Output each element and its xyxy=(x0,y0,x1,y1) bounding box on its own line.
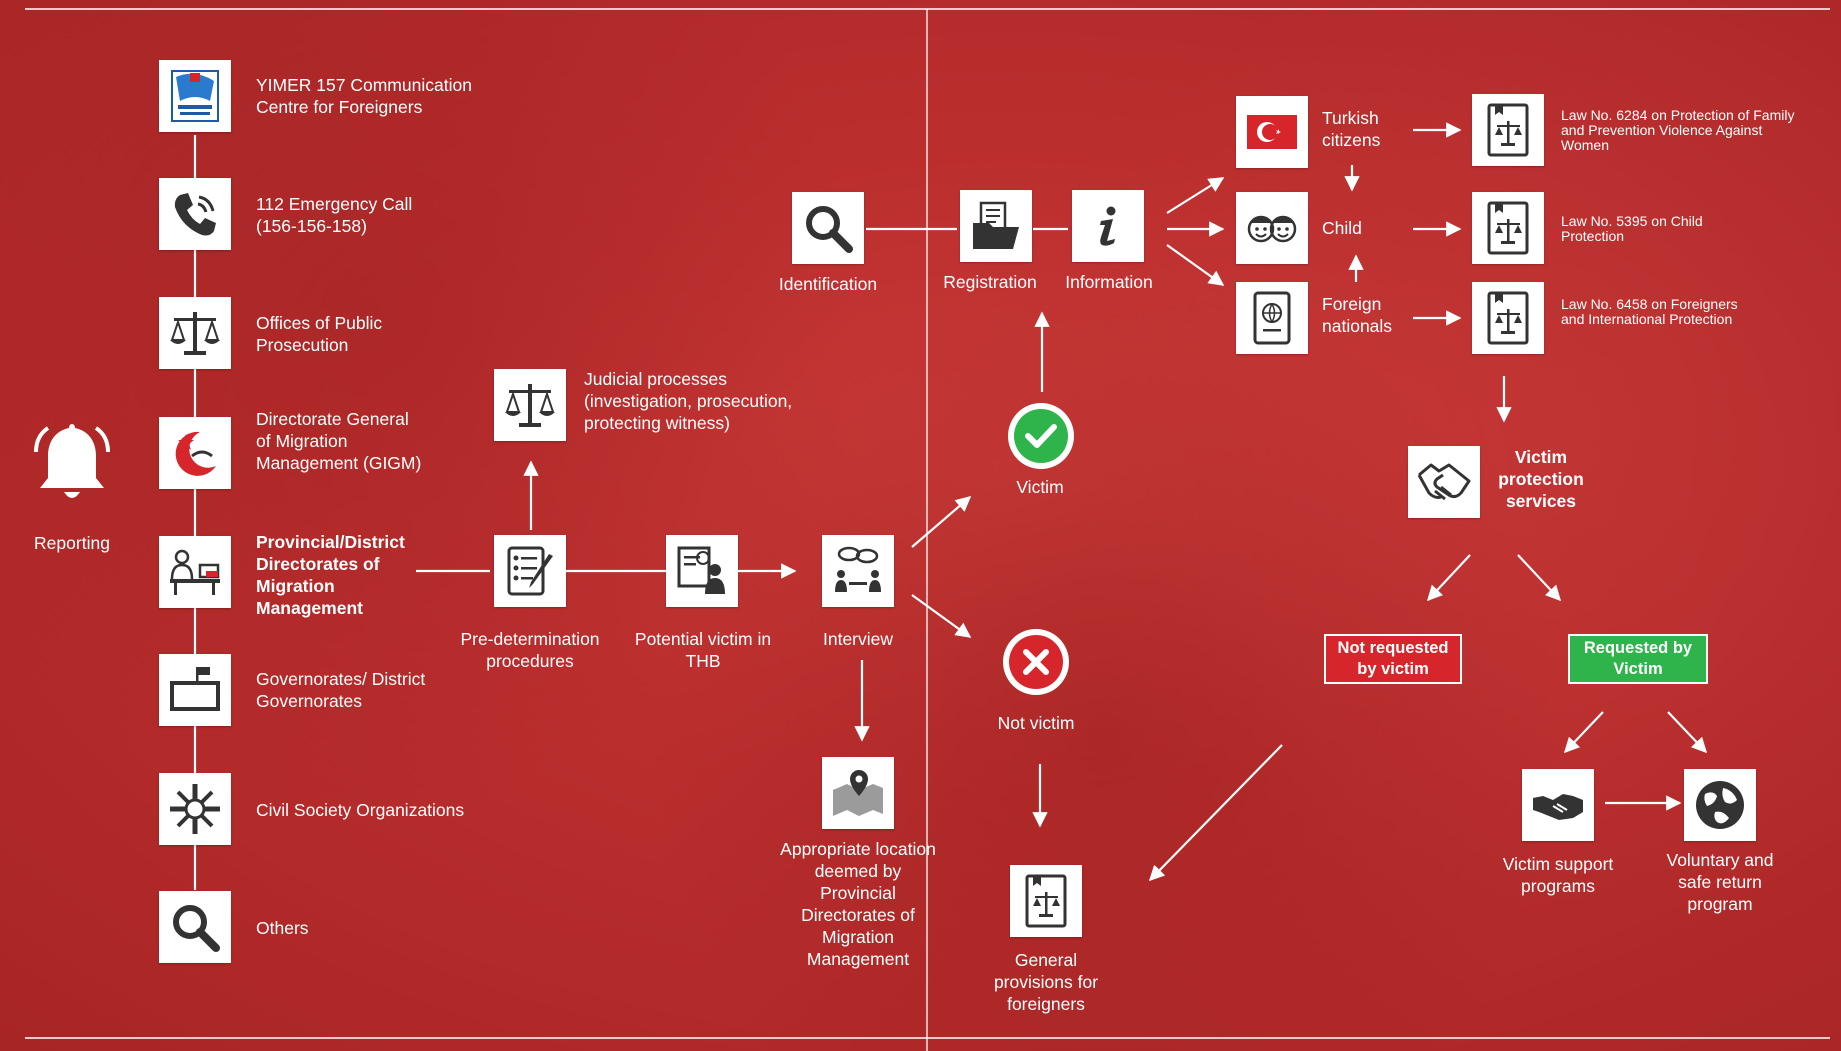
reporting-node xyxy=(22,412,122,522)
governorate-box xyxy=(159,654,231,726)
globe-icon xyxy=(1696,781,1744,829)
cross-icon xyxy=(1009,635,1063,689)
map-pin-icon xyxy=(833,770,883,816)
potential-victim-label: Potential victim in THB xyxy=(634,629,772,671)
law-book-icon xyxy=(1487,201,1529,255)
potential-victim-box xyxy=(666,535,738,607)
law-book-icon xyxy=(1025,874,1067,928)
migration-emblem-icon xyxy=(175,431,216,476)
channel-label-governorates: Governorates/ District Governorates xyxy=(256,669,426,711)
law-book-icon xyxy=(1487,103,1529,157)
turkish-citizens-box xyxy=(1236,96,1308,168)
folder-documents-icon xyxy=(973,201,1019,249)
interview-box xyxy=(822,535,894,607)
location-label: Appropriate location deemed by Provincia… xyxy=(780,839,936,969)
passport-icon xyxy=(1253,291,1291,345)
scales-box xyxy=(159,297,231,369)
others-box xyxy=(159,891,231,963)
child-box xyxy=(1236,192,1308,264)
yimer-logo-icon xyxy=(171,70,219,122)
info-icon xyxy=(1100,206,1116,246)
location-box xyxy=(822,757,894,829)
general-provisions-box xyxy=(1010,865,1082,937)
check-icon xyxy=(1014,409,1068,463)
bell-icon xyxy=(34,424,110,498)
handshake-icon xyxy=(1417,463,1471,501)
children-icon xyxy=(1247,215,1297,243)
office-desk-icon xyxy=(170,549,220,595)
return-box xyxy=(1684,769,1756,841)
interview-label: Interview xyxy=(822,629,894,649)
law-book-icon xyxy=(1487,291,1529,345)
foreign-nationals-box xyxy=(1236,282,1308,354)
not-victim-label: Not victim xyxy=(997,713,1075,733)
law-6458-box xyxy=(1472,282,1544,354)
victim-label: Victim xyxy=(1016,477,1064,497)
checklist-pen-icon xyxy=(507,546,553,596)
judicial-label: Judicial processes (investigation, prose… xyxy=(584,369,793,433)
handshake-icon xyxy=(1533,794,1583,820)
channel-label-cso: Civil Society Organizations xyxy=(256,800,465,820)
identification-label: Identification xyxy=(778,274,878,294)
victim-circle xyxy=(1008,403,1074,469)
predetermination-label: Pre-determination procedures xyxy=(460,629,600,671)
yimer-box xyxy=(159,60,231,132)
channel-label-gigm: Directorate General of Migration Managem… xyxy=(256,409,422,473)
registration-box xyxy=(960,190,1032,262)
cso-box xyxy=(159,773,231,845)
predetermination-box xyxy=(494,535,566,607)
protection-label: Victim protection services xyxy=(1498,447,1584,511)
group-label-child: Child xyxy=(1322,218,1362,238)
person-document-icon xyxy=(677,546,725,594)
registration-label: Registration xyxy=(943,272,1037,292)
phone-box xyxy=(159,178,231,250)
search-icon xyxy=(806,206,853,253)
information-box xyxy=(1072,190,1144,262)
building-flag-icon xyxy=(170,667,220,711)
reporting-label: Reporting xyxy=(34,533,110,553)
law-6284-box xyxy=(1472,94,1544,166)
support-box xyxy=(1522,769,1594,841)
channel-label-emergency: 112 Emergency Call (156-156-158) xyxy=(256,194,413,236)
requested-tag: Requested by Victim xyxy=(1568,634,1708,684)
not-victim-circle xyxy=(1003,629,1069,695)
channel-label-provincial: Provincial/District Directorates of Migr… xyxy=(256,532,405,618)
channel-label-prosecution: Offices of Public Prosecution xyxy=(256,313,383,355)
office-box xyxy=(159,536,231,608)
interview-icon xyxy=(835,546,881,592)
law-label-6284: Law No. 6284 on Protection of Family and… xyxy=(1561,107,1795,153)
identification-box xyxy=(792,192,864,264)
support-label: Victim support programs xyxy=(1502,854,1614,896)
phone-icon xyxy=(174,193,216,236)
information-label: Information xyxy=(1065,272,1153,292)
turkish-flag-icon xyxy=(1247,115,1297,149)
joined-hands-icon xyxy=(170,784,220,834)
channel-label-yimer: YIMER 157 Communication Centre for Forei… xyxy=(256,75,472,117)
scales-icon xyxy=(505,384,555,427)
scales-icon xyxy=(170,312,220,355)
group-label-foreign: Foreign nationals xyxy=(1322,294,1393,336)
law-label-5395: Law No. 5395 on Child Protection xyxy=(1561,213,1703,244)
return-label: Voluntary and safe return program xyxy=(1666,850,1774,914)
general-provisions-label: General provisions for foreigners xyxy=(993,950,1099,1014)
migration-box xyxy=(159,417,231,489)
not-requested-tag: Not requested by victim xyxy=(1324,634,1462,684)
search-icon xyxy=(173,905,220,952)
judicial-box xyxy=(494,369,566,441)
channel-label-others: Others xyxy=(256,918,309,938)
law-label-6458: Law No. 6458 on Foreigners and Internati… xyxy=(1561,296,1738,327)
group-label-turkish: Turkish citizens xyxy=(1322,108,1381,150)
law-5395-box xyxy=(1472,192,1544,264)
protection-box xyxy=(1408,446,1480,518)
